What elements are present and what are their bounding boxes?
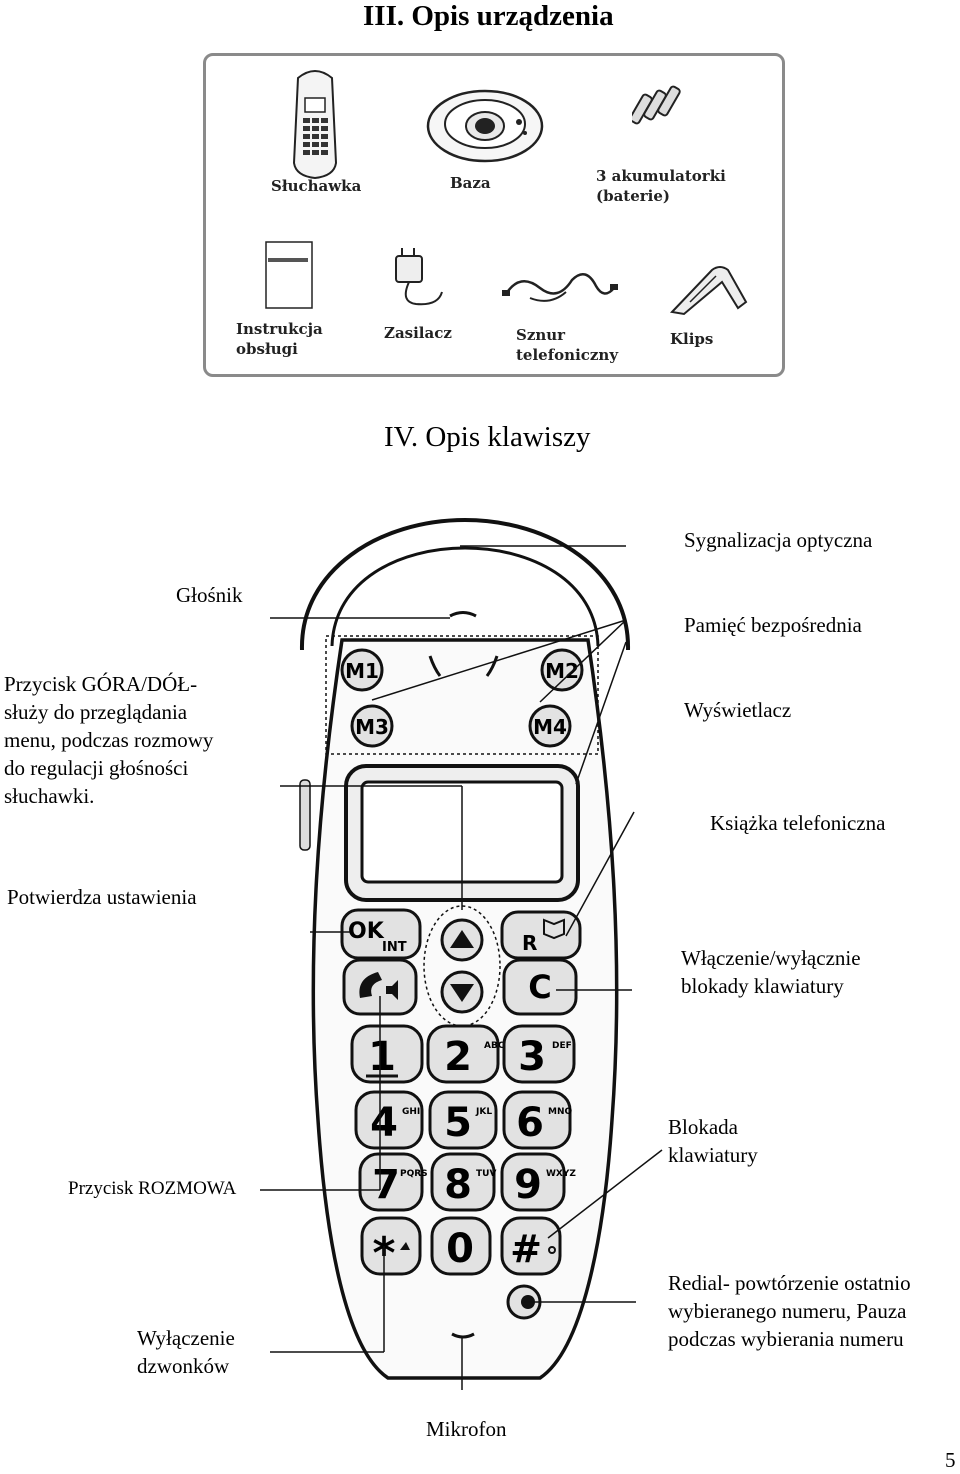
phonebook-icon (543, 918, 565, 940)
item-caption-clip: Klips (670, 330, 714, 348)
svg-text:PQRS: PQRS (400, 1169, 428, 1179)
section-3-title: III. Opis urządzenia (363, 0, 614, 32)
label-confirm: Potwierdza ustawienia (7, 885, 197, 909)
item-caption-base: Baza (450, 174, 491, 192)
memory-key-m4[interactable]: M4 (528, 704, 572, 748)
label-redial: Redial- powtórzenie ostatnio wybieranego… (668, 1271, 911, 1351)
label-lock-toggle: Włączenie/wyłącznie blokady klawiatury (681, 946, 861, 998)
package-contents-box (203, 53, 785, 377)
memory-key-m3[interactable]: M3 (350, 704, 394, 748)
handset-picture (292, 70, 338, 180)
adapter-picture (395, 248, 443, 306)
label-signal: Sygnalizacja optyczna (684, 528, 873, 552)
item-caption-manual: Instrukcja obsługi (236, 320, 323, 358)
key-hash[interactable]: # (500, 1216, 562, 1276)
label-speaker: Głośnik (176, 583, 243, 607)
svg-text:3: 3 (518, 1034, 546, 1080)
cord-picture (502, 273, 618, 302)
svg-text:TUV: TUV (476, 1169, 496, 1179)
label-keypad-lock: Blokada klawiatury (668, 1115, 758, 1167)
item-caption-adapter: Zasilacz (384, 324, 452, 342)
speaker-slot (449, 611, 477, 618)
microphone-slot (451, 1332, 475, 1339)
svg-text:5: 5 (444, 1100, 472, 1146)
ok-int-button[interactable]: OK INT (340, 908, 422, 960)
label-microphone: Mikrofon (426, 1417, 507, 1441)
svg-text:#: # (510, 1227, 542, 1271)
svg-text:8: 8 (444, 1162, 472, 1208)
item-caption-batteries: 3 akumulatorki (baterie) (596, 167, 726, 205)
batteries-picture (632, 85, 681, 125)
label-talk: Przycisk ROZMOWA (68, 1178, 237, 1199)
clip-picture (669, 266, 748, 316)
item-caption-cord: Sznur telefoniczny (516, 326, 619, 364)
bell-icon (400, 1242, 410, 1250)
svg-text:ABC: ABC (484, 1041, 505, 1051)
nav-down-button[interactable] (440, 970, 484, 1014)
nav-up-button[interactable] (440, 918, 484, 962)
label-phonebook: Książka telefoniczna (710, 811, 886, 835)
talk-button[interactable] (342, 958, 418, 1016)
svg-text:INT: INT (382, 940, 407, 955)
base-picture (426, 89, 544, 163)
key-6[interactable]: 6 MNO (502, 1090, 572, 1150)
svg-text:GHI: GHI (402, 1107, 420, 1117)
svg-text:WXYZ: WXYZ (546, 1169, 576, 1179)
svg-text:OK: OK (348, 919, 385, 944)
svg-text:DEF: DEF (552, 1041, 572, 1051)
svg-text:C: C (528, 968, 551, 1006)
page-number: 5 (945, 1448, 956, 1472)
svg-text:M4: M4 (533, 715, 567, 739)
svg-text:0: 0 (446, 1226, 474, 1272)
r-phonebook-button[interactable]: R (500, 910, 582, 960)
c-button[interactable]: C (502, 958, 578, 1016)
item-caption-handset: Słuchawka (271, 177, 362, 195)
label-display: Wyświetlacz (684, 698, 792, 722)
svg-text:6: 6 (516, 1100, 544, 1146)
key-5[interactable]: 5 JKL (428, 1090, 498, 1150)
svg-text:MNO: MNO (548, 1107, 572, 1117)
key-lock-icon (548, 1246, 556, 1254)
key-4[interactable]: 4 GHI (354, 1090, 424, 1150)
svg-text:M3: M3 (355, 715, 389, 739)
key-7[interactable]: 7 PQRS (358, 1152, 428, 1212)
label-ringer-off: Wyłączenie dzwonków (137, 1326, 235, 1378)
svg-text:7: 7 (372, 1162, 400, 1208)
svg-text:R: R (522, 931, 537, 955)
handset-icon (359, 972, 382, 998)
svg-text:M2: M2 (545, 659, 579, 683)
svg-text:4: 4 (370, 1100, 398, 1146)
label-updown: Przycisk GÓRA/DÓŁ- służy do przeglądania… (4, 672, 214, 808)
memory-key-m2[interactable]: M2 (540, 648, 584, 692)
key-1[interactable]: 1 (350, 1024, 424, 1084)
svg-text:9: 9 (514, 1162, 542, 1208)
svg-text:M1: M1 (345, 659, 379, 683)
svg-text:JKL: JKL (475, 1107, 492, 1117)
manual-picture (265, 241, 313, 309)
speakerphone-icon (386, 980, 398, 1000)
key-0[interactable]: 0 (430, 1216, 492, 1276)
section-4-title: IV. Opis klawiszy (384, 421, 591, 453)
key-star[interactable]: * (360, 1216, 422, 1279)
label-memory: Pamięć bezpośrednia (684, 613, 862, 637)
key-3[interactable]: 3 DEF (502, 1024, 576, 1084)
key-9[interactable]: 9 WXYZ (500, 1152, 576, 1212)
key-8[interactable]: 8 TUV (430, 1152, 496, 1212)
svg-text:1: 1 (368, 1034, 396, 1080)
key-2[interactable]: 2 ABC (426, 1024, 505, 1084)
memory-key-m1[interactable]: M1 (340, 648, 384, 692)
svg-text:2: 2 (444, 1034, 472, 1080)
